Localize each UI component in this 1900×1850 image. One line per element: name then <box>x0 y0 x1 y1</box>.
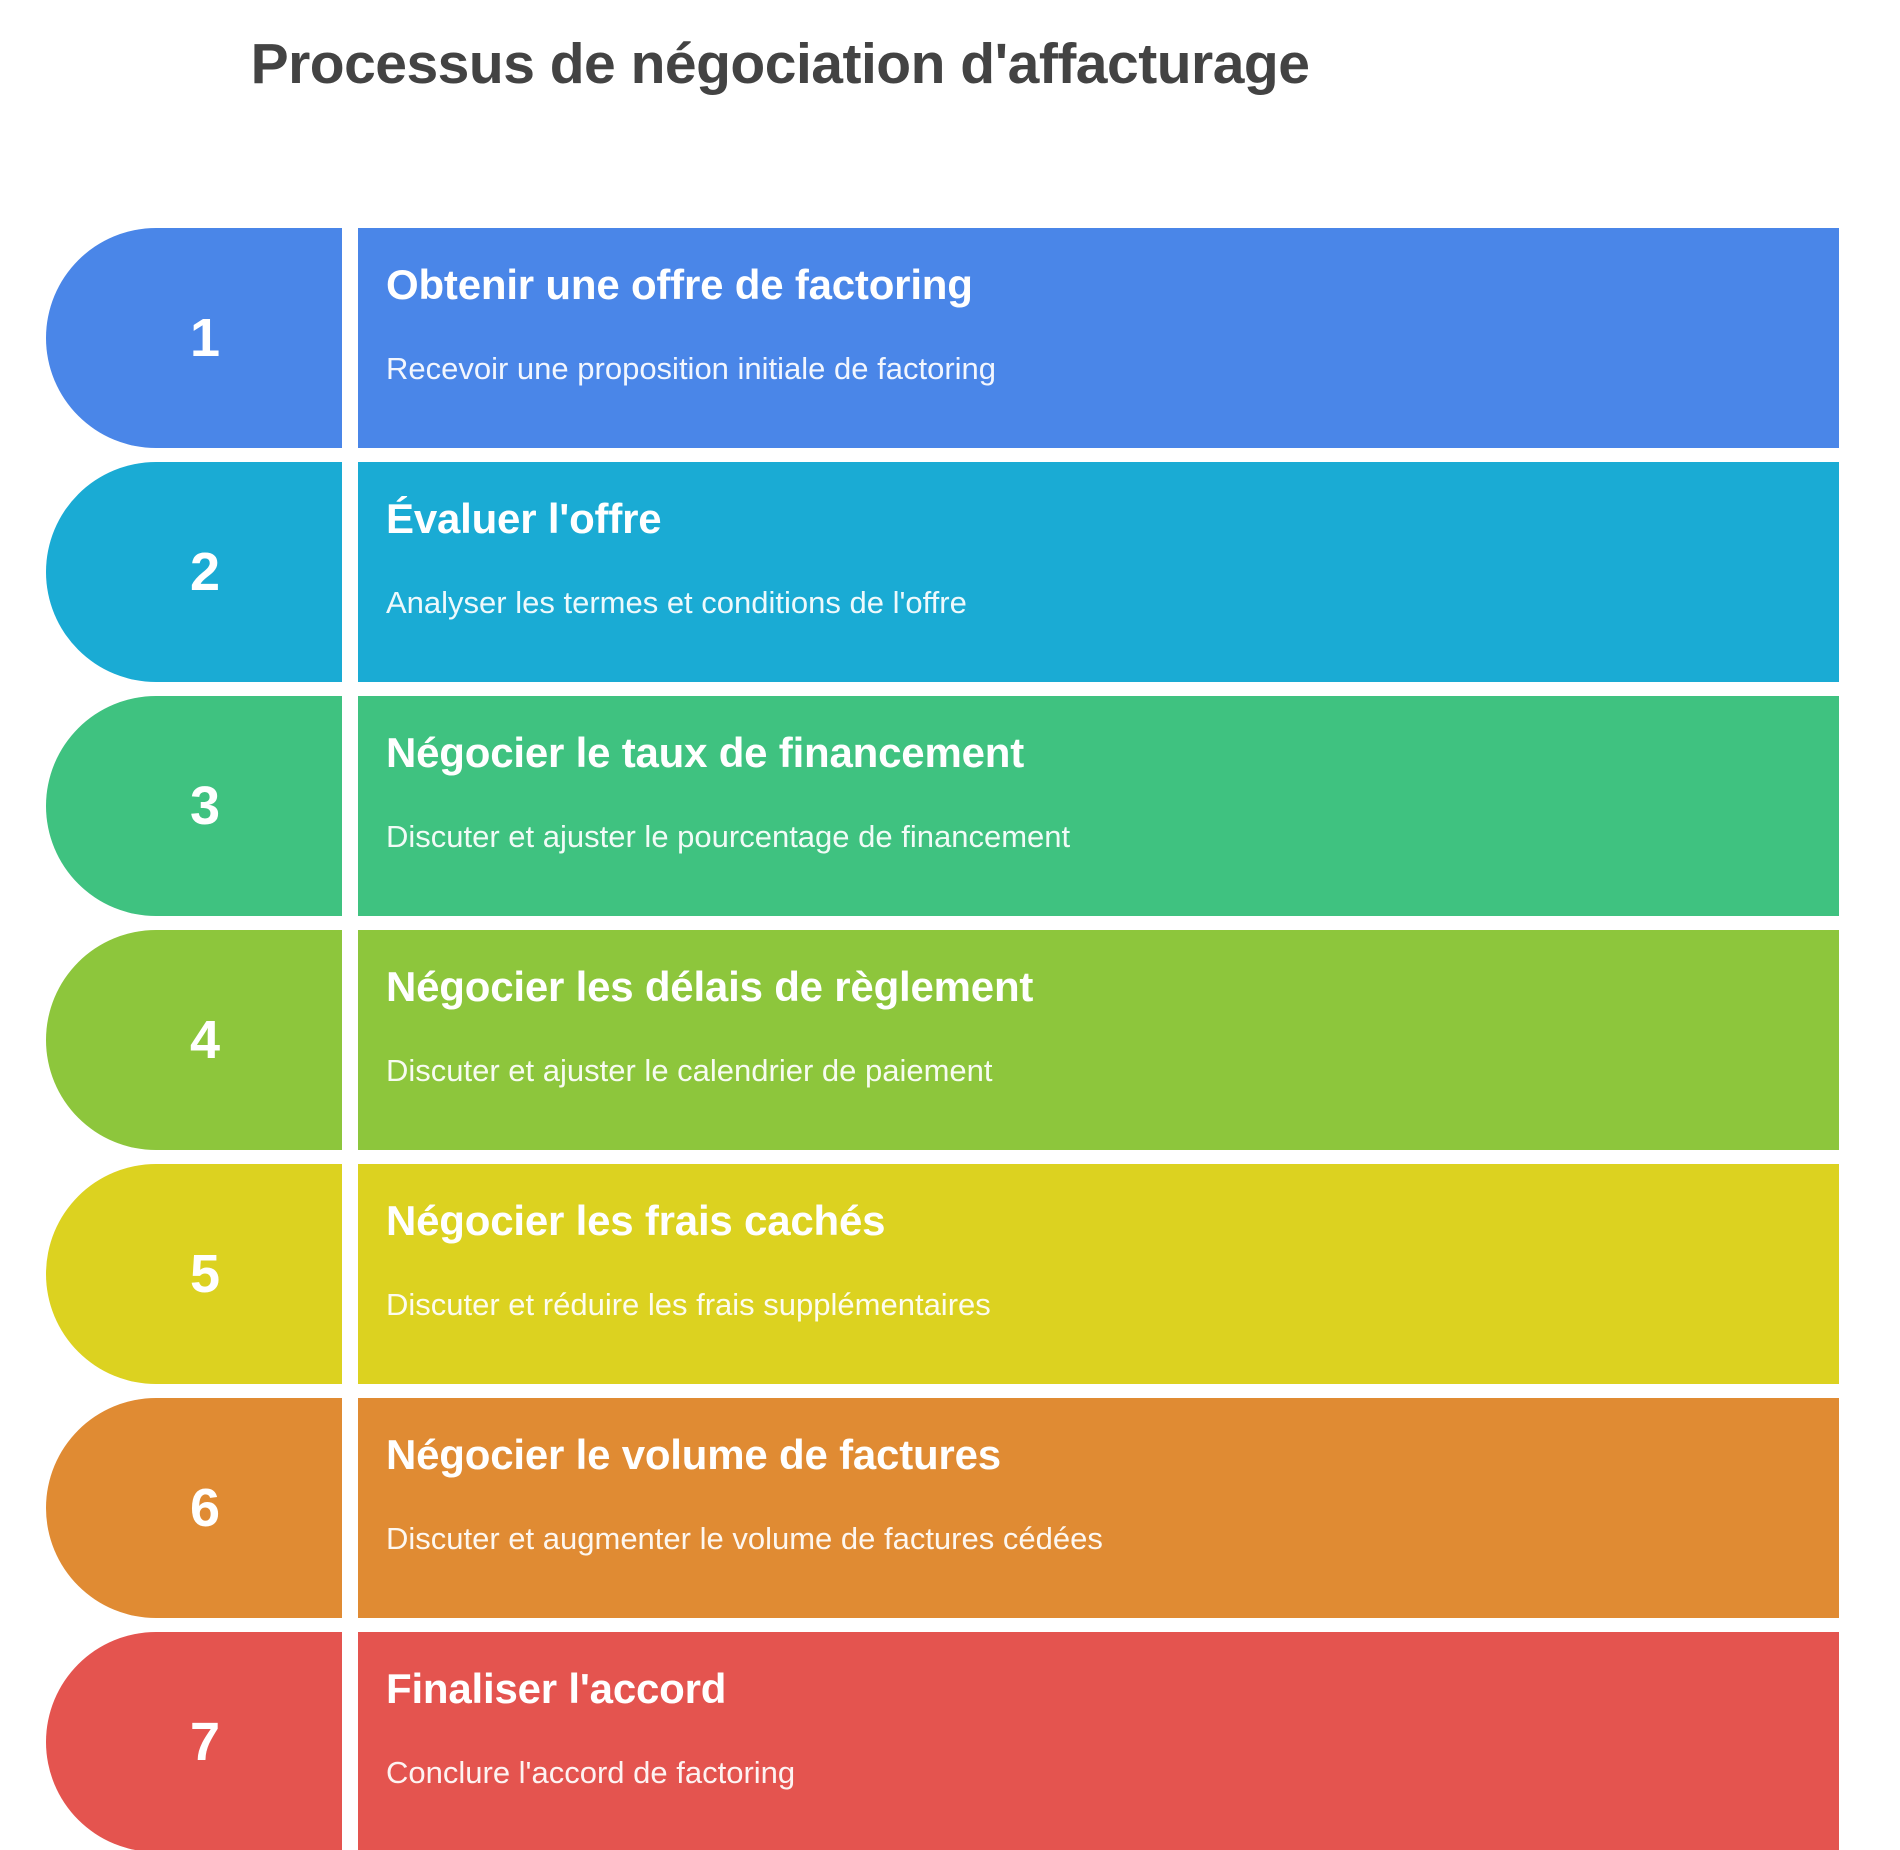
step-content-panel-1[interactable]: Obtenir une offre de factoring Recevoir … <box>358 228 1839 448</box>
step-title: Obtenir une offre de factoring <box>386 261 973 308</box>
step-number-label: 2 <box>189 542 221 602</box>
process-step-3[interactable]: 3 Négocier le taux de financement Discut… <box>0 696 1900 916</box>
step-description: Discuter et ajuster le pourcentage de fi… <box>386 819 1071 855</box>
step-number-badge-7[interactable]: 7 <box>46 1632 342 1850</box>
step-number-badge-3[interactable]: 3 <box>46 696 342 916</box>
step-content-panel-3[interactable]: Négocier le taux de financement Discuter… <box>358 696 1839 916</box>
process-step-2[interactable]: 2 Évaluer l'offre Analyser les termes et… <box>0 462 1900 682</box>
step-description: Analyser les termes et conditions de l'o… <box>386 585 967 621</box>
step-number-label: 6 <box>189 1478 221 1538</box>
step-title: Négocier le taux de financement <box>386 729 1024 776</box>
step-description: Conclure l'accord de factoring <box>386 1755 796 1791</box>
step-number-badge-1[interactable]: 1 <box>46 228 342 448</box>
process-steps-list: 1 Obtenir une offre de factoring Recevoi… <box>0 228 1900 1850</box>
step-description: Discuter et réduire les frais supplément… <box>386 1287 991 1323</box>
step-content-panel-2[interactable]: Évaluer l'offre Analyser les termes et c… <box>358 462 1839 682</box>
step-content-panel-7[interactable]: Finaliser l'accord Conclure l'accord de … <box>358 1632 1839 1850</box>
process-step-4[interactable]: 4 Négocier les délais de règlement Discu… <box>0 930 1900 1150</box>
step-description: Discuter et ajuster le calendrier de pai… <box>386 1053 993 1089</box>
step-content-panel-4[interactable]: Négocier les délais de règlement Discute… <box>358 930 1839 1150</box>
step-number-label: 4 <box>189 1010 221 1070</box>
process-step-5[interactable]: 5 Négocier les frais cachés Discuter et … <box>0 1164 1900 1384</box>
step-number-badge-6[interactable]: 6 <box>46 1398 342 1618</box>
step-title: Négocier les délais de règlement <box>386 963 1034 1010</box>
step-number-badge-2[interactable]: 2 <box>46 462 342 682</box>
step-number-label: 7 <box>189 1712 221 1772</box>
process-step-1[interactable]: 1 Obtenir une offre de factoring Recevoi… <box>0 228 1900 448</box>
step-description: Discuter et augmenter le volume de factu… <box>386 1521 1103 1557</box>
step-number-label: 3 <box>189 776 221 836</box>
process-step-7[interactable]: 7 Finaliser l'accord Conclure l'accord d… <box>0 1632 1900 1850</box>
step-content-panel-5[interactable]: Négocier les frais cachés Discuter et ré… <box>358 1164 1839 1384</box>
step-description: Recevoir une proposition initiale de fac… <box>386 351 997 387</box>
process-step-6[interactable]: 6 Négocier le volume de factures Discute… <box>0 1398 1900 1618</box>
step-title: Évaluer l'offre <box>386 495 662 542</box>
step-title: Négocier le volume de factures <box>386 1431 1001 1478</box>
step-number-badge-4[interactable]: 4 <box>46 930 342 1150</box>
step-title: Négocier les frais cachés <box>386 1197 886 1244</box>
step-number-label: 1 <box>189 308 221 368</box>
step-number-label: 5 <box>189 1244 221 1304</box>
page-title: Processus de négociation d'affacturage <box>250 32 1310 96</box>
step-number-badge-5[interactable]: 5 <box>46 1164 342 1384</box>
step-content-panel-6[interactable]: Négocier le volume de factures Discuter … <box>358 1398 1839 1618</box>
step-title: Finaliser l'accord <box>386 1665 727 1712</box>
